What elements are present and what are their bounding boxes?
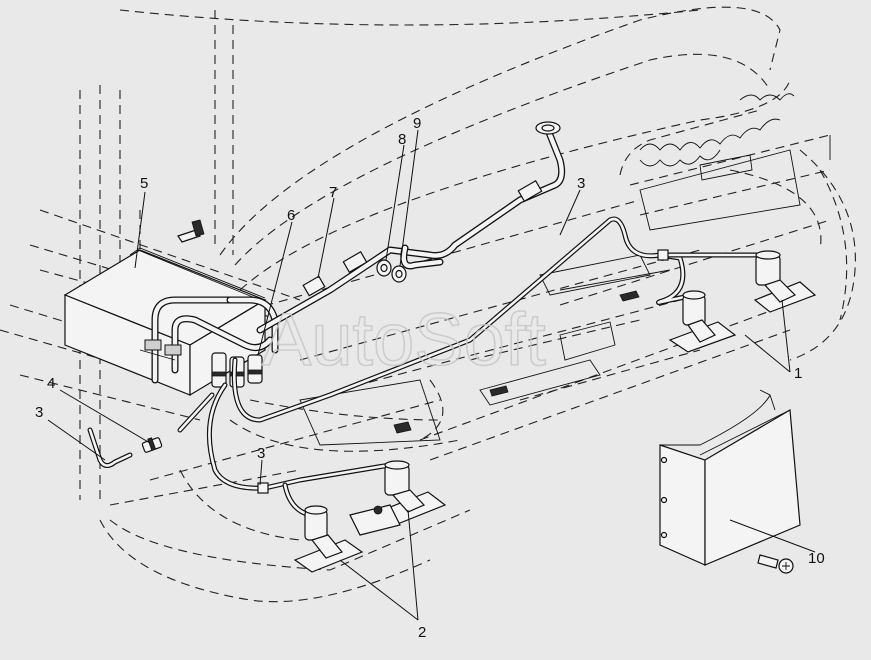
callout-3a: 3 — [577, 175, 585, 192]
callout-5: 5 — [140, 175, 148, 192]
unit-pipes — [139, 296, 279, 384]
callout-2: 2 — [418, 624, 426, 641]
screw-icon — [177, 219, 205, 243]
cover-plate-10 — [659, 389, 801, 566]
connector-4 — [141, 437, 163, 453]
callout-6: 6 — [287, 207, 295, 224]
hose-clamps-6 — [211, 352, 263, 388]
nozzle-1a — [668, 290, 737, 353]
callout-7: 7 — [329, 184, 337, 201]
nozzle-2b — [349, 460, 447, 536]
callout-3c: 3 — [35, 404, 43, 421]
callout-1: 1 — [794, 365, 802, 382]
callout-8: 8 — [398, 131, 406, 148]
nozzle-2a — [293, 505, 364, 573]
nozzle-1b — [753, 250, 817, 313]
callout-4: 4 — [47, 375, 55, 392]
washer-8 — [376, 259, 392, 277]
main-pipe-7 — [256, 121, 566, 334]
leader-lines — [47, 129, 816, 621]
callout-10: 10 — [808, 550, 825, 567]
callout-9: 9 — [413, 115, 421, 132]
heater-unit-5 — [63, 247, 267, 397]
callout-3b: 3 — [257, 445, 265, 462]
scalloped-edge — [639, 93, 795, 167]
washer-9 — [391, 265, 407, 283]
floor-plates — [299, 135, 831, 446]
callouts: 1 2 3 3 3 4 5 6 7 8 9 10 — [35, 115, 825, 641]
screw-icon — [757, 554, 794, 574]
watermark: AutoSoft — [262, 298, 546, 381]
background-outlines — [0, 6, 856, 603]
